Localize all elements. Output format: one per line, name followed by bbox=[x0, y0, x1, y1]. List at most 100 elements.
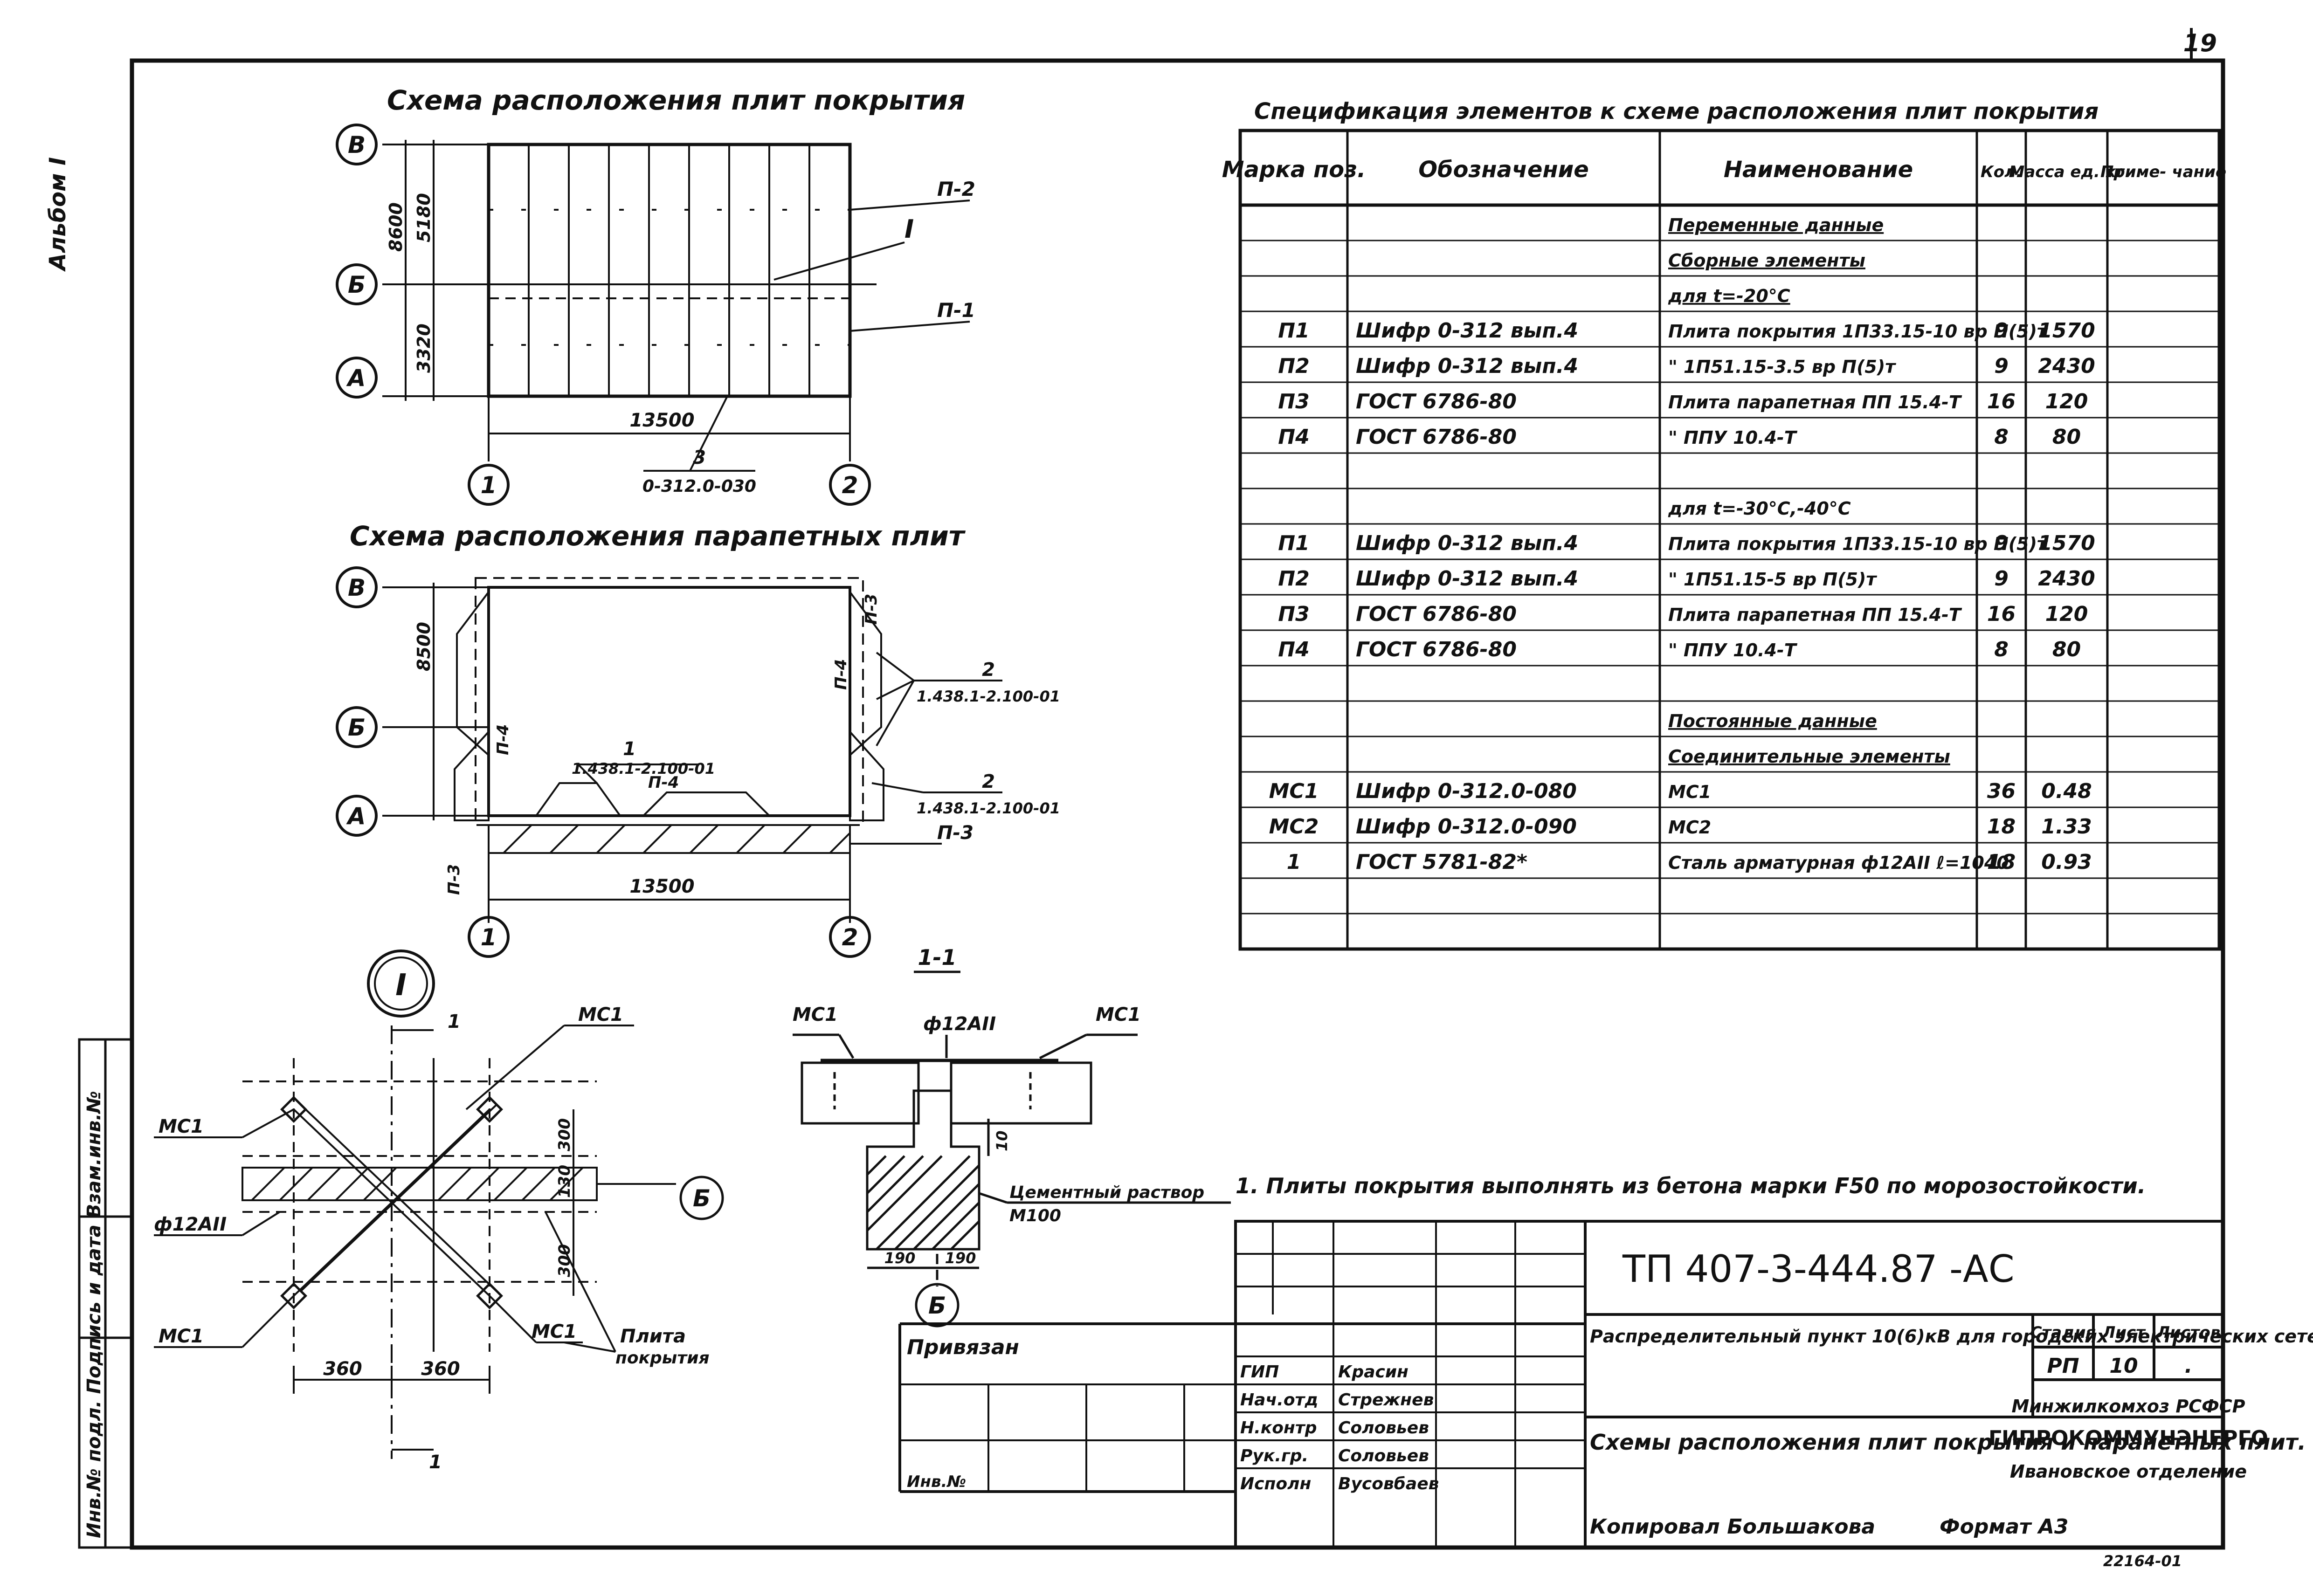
spec-cell-mark: П4 bbox=[1278, 425, 1309, 449]
spec-cell-mass: 0.48 bbox=[2041, 779, 2092, 803]
spec-cell-des: ГОСТ 6786-80 bbox=[1356, 602, 1517, 626]
spec-cell-mark: П1 bbox=[1278, 319, 1309, 343]
plan1-axis-1-bubble bbox=[468, 464, 510, 506]
plan1-axis-2-bubble bbox=[829, 464, 871, 506]
org-line-3: Ивановское отделение bbox=[2010, 1461, 2247, 1482]
object-title: Распределительный пункт 10(6)кВ для горо… bbox=[1590, 1326, 2313, 1347]
side-stamp-text: Инв.№ подл. Подпись и дата Взам.инв.№ bbox=[83, 1091, 105, 1538]
spec-header-4: Масса ед. кг bbox=[2009, 163, 2125, 181]
spec-cell-name: Сталь арматурная ф12АII ℓ=1040 bbox=[1668, 853, 2009, 873]
stamp-role: Исполн bbox=[1240, 1474, 1311, 1493]
section-1-1: 1-1 bbox=[793, 945, 1231, 1328]
plan1-axis-A: А bbox=[346, 365, 366, 392]
plan2-ref1-num: 1 bbox=[623, 738, 636, 760]
plan2-dim-v: 8500 bbox=[414, 622, 434, 671]
spec-cell-mass: 80 bbox=[2052, 638, 2081, 661]
copied-by: Копировал Большакова bbox=[1590, 1515, 1875, 1539]
plan1-dim-lower: 3320 bbox=[414, 323, 434, 373]
sheet-value: 10 bbox=[2109, 1354, 2138, 1378]
section-dim-190a: 190 bbox=[884, 1249, 916, 1267]
specification-table: Спецификация элементов к схеме расположе… bbox=[1222, 98, 2226, 1198]
plan2-ref1-code: 1.438.1-2.100-01 bbox=[572, 760, 715, 777]
plan-roof-slabs: Схема расположения плит покрытия bbox=[336, 84, 975, 506]
stamp-person: Соловьев bbox=[1338, 1446, 1429, 1465]
node-mc1-left: МС1 bbox=[159, 1116, 204, 1137]
sheets-value: . bbox=[2185, 1354, 2193, 1378]
plan1-label-p2: П-2 bbox=[937, 178, 975, 200]
plan2-dim-h: 13500 bbox=[629, 876, 694, 897]
spec-cell-mark: МС1 bbox=[1269, 779, 1319, 803]
stamp-role: ГИП bbox=[1240, 1362, 1279, 1382]
plan2-ref2b-code: 1.438.1-2.100-01 bbox=[917, 799, 1060, 817]
node-mc1-bottom-left: МС1 bbox=[159, 1326, 204, 1347]
node-axis-Bm: Б bbox=[693, 1185, 711, 1212]
plan1-callout-ref: 0-312.0-030 bbox=[642, 477, 756, 496]
spec-cell-qty: 36 bbox=[1987, 779, 2016, 803]
plan2-ref2-num: 2 bbox=[982, 659, 995, 681]
node-cut-mark-bottom: 1 bbox=[429, 1452, 442, 1473]
plan2-title: Схема расположения парапетных плит bbox=[350, 520, 966, 552]
plan2-ref2b-num: 2 bbox=[982, 771, 995, 792]
spec-cell-qty: 18 bbox=[1987, 815, 2016, 839]
plan2-axis-B: В bbox=[348, 574, 366, 601]
album-label: Альбом I bbox=[45, 157, 71, 272]
node-mc1-top: МС1 bbox=[578, 1004, 623, 1025]
org-line-1: Минжилкомхоз РСФСР bbox=[2011, 1396, 2245, 1417]
node-mc1-bottom-right: МС1 bbox=[532, 1321, 577, 1342]
stamp-role: Н.контр bbox=[1240, 1418, 1317, 1438]
spec-cell-qty: 9 bbox=[1994, 354, 2009, 378]
section-mc1-left: МС1 bbox=[793, 1004, 838, 1025]
node-dim-360-left: 360 bbox=[323, 1358, 362, 1380]
spec-cell-mass: 2430 bbox=[2038, 354, 2095, 378]
spec-header-2: Наименование bbox=[1724, 157, 1913, 183]
project-code: ТП 407-3-444.87 -АС bbox=[1622, 1247, 2015, 1291]
plan1-title: Схема расположения плит покрытия bbox=[387, 84, 965, 116]
node-I-detail: I bbox=[154, 949, 724, 1473]
stamp-person: Красин bbox=[1338, 1362, 1409, 1382]
spec-cell-des: Шифр 0-312 вып.4 bbox=[1356, 354, 1578, 378]
spec-header-1: Обозначение bbox=[1418, 157, 1589, 183]
plan1-axis-B-bubble bbox=[336, 124, 378, 165]
plan1-axis-2: 2 bbox=[842, 472, 858, 499]
spec-cell-des: Шифр 0-312 вып.4 bbox=[1356, 319, 1578, 343]
spec-cell-des: Шифр 0-312.0-080 bbox=[1356, 779, 1577, 803]
plan1-callout-num: 3 bbox=[693, 447, 706, 468]
spec-note: 1. Плиты покрытия выполнять из бетона ма… bbox=[1236, 1173, 2146, 1198]
section-title: 1-1 bbox=[918, 945, 956, 970]
spec-header-0: Марка поз. bbox=[1222, 157, 1366, 183]
plan2-label-p3-top: П-3 bbox=[862, 594, 881, 625]
spec-cell-des: ГОСТ 6786-80 bbox=[1356, 390, 1517, 413]
spec-cell-mark: П3 bbox=[1278, 390, 1309, 413]
plan2-label-p4-left: П-4 bbox=[494, 724, 512, 755]
plan2-label-p4-right: П-4 bbox=[832, 659, 850, 690]
plan1-label-p1: П-1 bbox=[937, 299, 975, 322]
plan2-label-p3-bottom: П-3 bbox=[937, 822, 974, 844]
spec-cell-des: Шифр 0-312 вып.4 bbox=[1356, 531, 1578, 555]
stamp-person: Вусовбаев bbox=[1338, 1474, 1439, 1493]
sheet-frame bbox=[130, 28, 2225, 1550]
inv-label: Инв.№ bbox=[907, 1472, 966, 1491]
plan1-dim-upper: 5180 bbox=[414, 193, 434, 242]
spec-cell-name: Сборные элементы bbox=[1668, 250, 1865, 271]
section-dim-10: 10 bbox=[993, 1130, 1011, 1151]
stamp-role: Нач.отд bbox=[1240, 1390, 1318, 1410]
spec-cell-name: " 1П51.15-5 вр П(5)т bbox=[1668, 569, 1877, 590]
spec-cell-qty: 9 bbox=[1994, 531, 2009, 555]
section-mortar-2: М100 bbox=[1009, 1206, 1061, 1225]
spec-cell-name: Плита парапетная ПП 15.4-Т bbox=[1668, 392, 1962, 413]
plan1-axis-A-bubble bbox=[336, 357, 378, 399]
plan-parapet-slabs: Схема расположения парапетных плит bbox=[336, 520, 1060, 958]
spec-cell-name: Плита покрытия 1П33.15-10 вр П(5)т bbox=[1668, 321, 2048, 342]
section-mortar-1: Цементный раствор bbox=[1009, 1183, 1204, 1202]
spec-cell-mass: 120 bbox=[2045, 602, 2088, 626]
node-label: I bbox=[395, 968, 407, 1003]
spec-cell-name: для t=-30°С,-40°С bbox=[1668, 498, 1851, 519]
spec-header-3: Кол. bbox=[1981, 163, 2022, 181]
spec-cell-mass: 2430 bbox=[2038, 567, 2095, 591]
node-dim-300-top: 300 bbox=[555, 1118, 574, 1151]
plan2-axis-2: 2 bbox=[842, 924, 858, 951]
plan1-axis-1: 1 bbox=[481, 472, 497, 499]
plan1-axis-Bm-bubble bbox=[336, 263, 378, 305]
section-rebar: ф12АII bbox=[923, 1013, 996, 1035]
